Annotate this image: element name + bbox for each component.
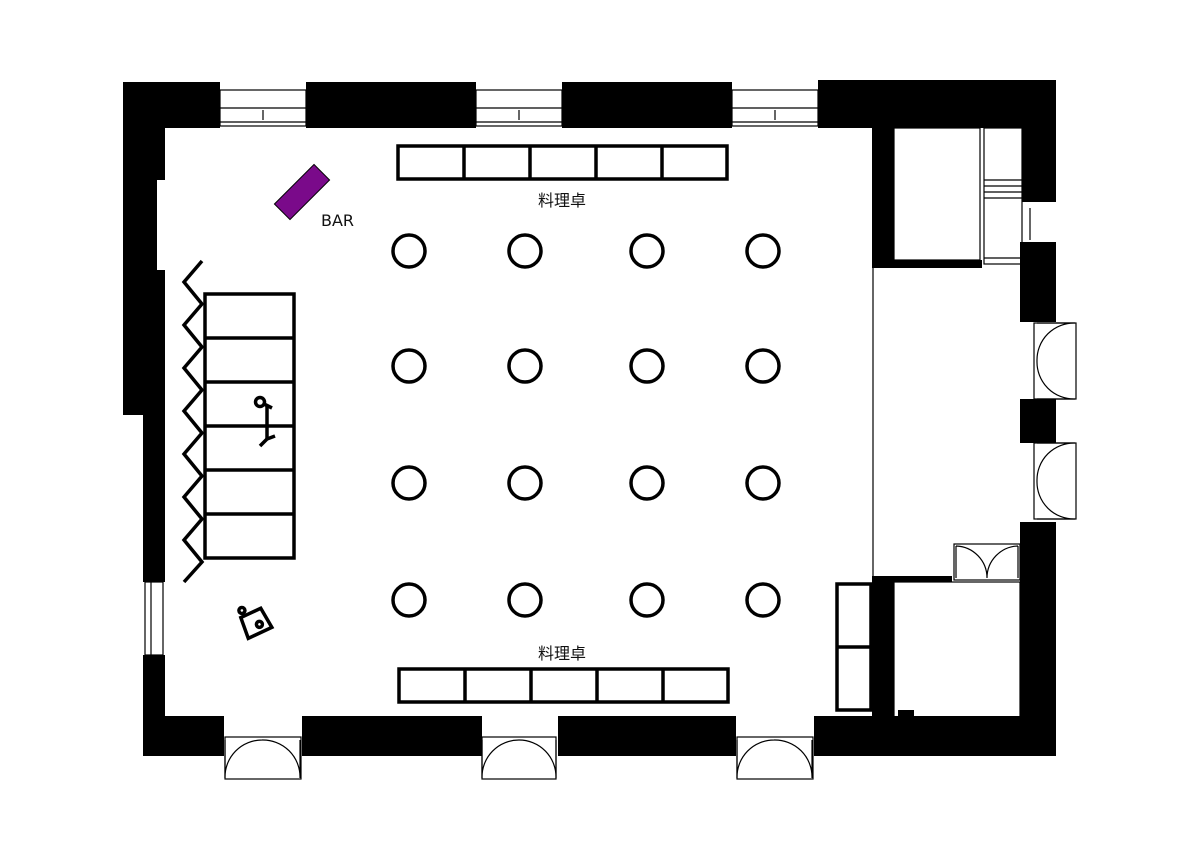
wall-left-mid [123,180,157,270]
cooking-table-top-frame [396,144,729,181]
round-table [507,348,543,384]
wall-right-block-1 [1020,242,1056,322]
sofa [203,292,296,560]
wall-bottom-3 [558,716,736,756]
wall-inner-upper [872,128,894,268]
wall-right-block-2 [1020,399,1056,443]
cooking-table-top-label: 料理卓 [538,191,586,210]
side-room-upper [893,127,981,261]
door-bottom-left[interactable] [224,736,302,780]
shelf-lower-left [835,582,873,712]
round-table [629,465,665,501]
round-table [391,348,427,384]
cooking-table-bottom [397,667,730,704]
wall-inner-shelf-bot [872,576,952,582]
wall-left-upper [123,82,165,180]
cooking-table-top [396,144,729,181]
wall-top-segment-2 [306,82,476,128]
round-table [391,233,427,269]
doors [224,322,1077,780]
round-table [745,233,781,269]
round-table [507,233,543,269]
wall-bottom-2 [302,716,482,756]
cooking-table-bottom-frame [397,667,730,704]
round-table [629,233,665,269]
cooking-table-bottom-label: 料理卓 [538,644,586,663]
wall-left-lower [143,415,165,582]
round-table [391,582,427,618]
wall-top-segment-3 [562,82,732,128]
round-table [745,582,781,618]
round-table [629,582,665,618]
side-room-lower [893,581,1021,719]
wall-bottom-right [814,716,1056,756]
door-right-upper[interactable] [1033,322,1077,400]
wall-right-lower [1020,522,1056,756]
wall-small-notch [898,710,914,718]
round-table [745,465,781,501]
door-bottom-right[interactable] [736,736,814,780]
wall-left-mid2 [123,270,165,415]
door-right-lower[interactable] [1033,442,1077,520]
partitions [872,127,1031,719]
wall-right-upper [1022,80,1056,202]
round-table [507,465,543,501]
wall-bottom-left [143,716,224,756]
walls [123,80,1056,756]
bar-label: BAR [321,211,354,230]
wall-inner-lower [872,576,894,718]
microphone-stand-icon [253,395,276,448]
round-table [391,465,427,501]
door-bottom-middle[interactable] [481,736,557,780]
stair-landing [983,127,1023,265]
round-table [745,348,781,384]
wall-top-right [818,80,1056,128]
round-table [629,348,665,384]
windows [144,89,819,656]
bar-counter [273,163,331,221]
bag-icon [237,605,275,641]
round-tables [391,233,781,618]
window-left [144,581,164,656]
door-inner-lower[interactable] [953,543,1021,581]
zigzag-partition [181,259,205,584]
round-table [507,582,543,618]
wall-inner-shelf-top [894,260,982,268]
